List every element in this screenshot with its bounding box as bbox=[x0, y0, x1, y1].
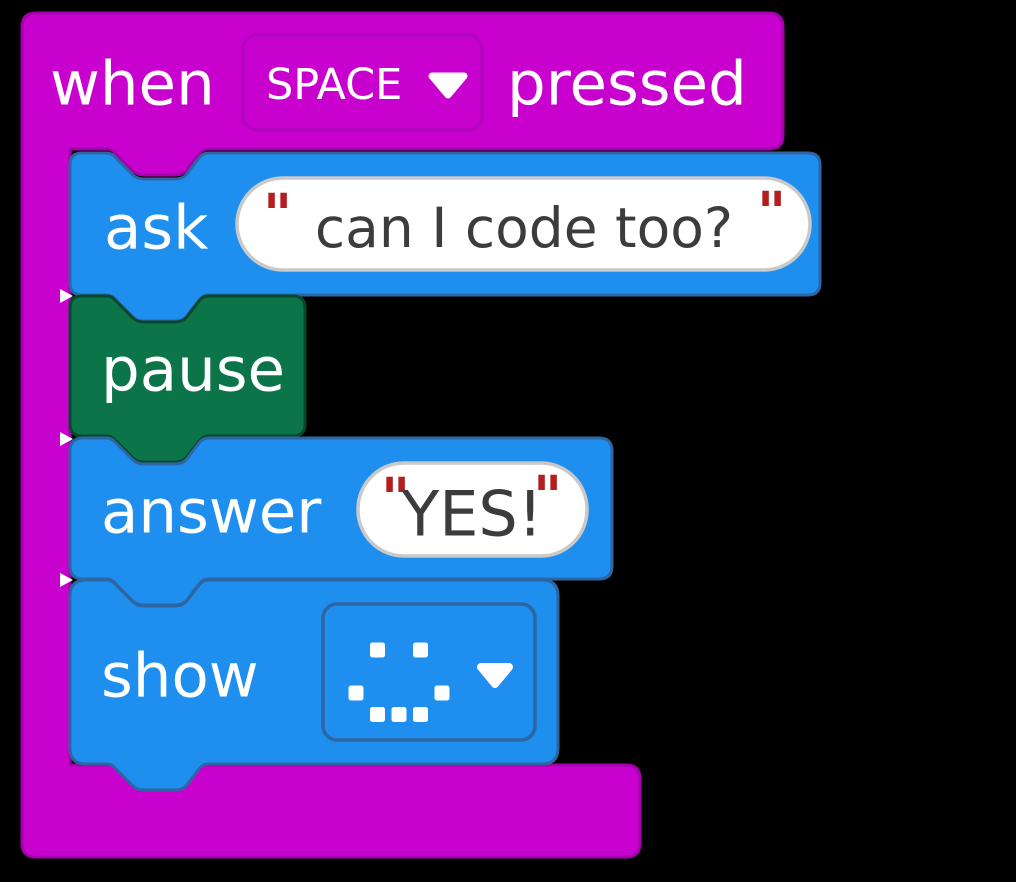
show-label: show bbox=[101, 641, 259, 712]
when-pressed-hat-block[interactable]: when SPACE pressed bbox=[20, 11, 785, 859]
key-dropdown-box[interactable] bbox=[241, 33, 484, 132]
close-quote: " bbox=[533, 465, 562, 530]
pause-block[interactable]: pause bbox=[68, 294, 307, 464]
pause-block-shape[interactable] bbox=[68, 294, 307, 464]
seam-wedge bbox=[60, 573, 73, 587]
led-pixel bbox=[391, 707, 407, 722]
led-pixel bbox=[370, 707, 385, 722]
led-pixel bbox=[434, 685, 450, 701]
ask-text-field-value: can I code too? bbox=[315, 196, 733, 260]
image-dropdown-box[interactable] bbox=[321, 602, 537, 742]
led-pixel bbox=[370, 642, 385, 658]
seam-wedge bbox=[60, 289, 73, 303]
chevron-down-icon bbox=[428, 72, 468, 99]
hat-label-pressed: pressed bbox=[507, 49, 747, 120]
image-dropdown[interactable] bbox=[321, 602, 537, 742]
led-face-icon bbox=[348, 642, 450, 722]
ask-block[interactable]: ask " can I code too? " bbox=[68, 151, 822, 323]
led-pixel bbox=[413, 707, 428, 722]
key-dropdown[interactable]: SPACE bbox=[241, 33, 484, 132]
open-quote: " bbox=[381, 467, 410, 532]
ask-text-field-pill[interactable] bbox=[235, 176, 812, 272]
answer-text-field-pill[interactable] bbox=[356, 461, 589, 558]
pause-label: pause bbox=[101, 335, 285, 406]
answer-block[interactable]: answer " YES! " bbox=[68, 436, 614, 607]
close-quote: " bbox=[757, 181, 786, 246]
show-block-shape[interactable] bbox=[68, 578, 560, 792]
led-pixel bbox=[348, 685, 364, 701]
key-dropdown-value: SPACE bbox=[266, 60, 402, 110]
ask-label: ask bbox=[104, 193, 209, 264]
answer-text-field-value: YES! bbox=[400, 478, 542, 551]
open-quote: " bbox=[263, 183, 292, 248]
hat-label-when: when bbox=[50, 49, 215, 120]
hat-block-shape[interactable] bbox=[20, 11, 785, 859]
block-seam-wedges bbox=[60, 289, 73, 587]
chevron-down-icon bbox=[477, 663, 513, 688]
answer-text-field[interactable]: " YES! " bbox=[356, 461, 589, 558]
answer-label: answer bbox=[101, 477, 322, 548]
ask-text-field[interactable]: " can I code too? " bbox=[235, 176, 812, 272]
seam-wedge bbox=[60, 432, 73, 446]
show-block[interactable]: show bbox=[68, 578, 560, 792]
led-pixel bbox=[413, 642, 428, 658]
